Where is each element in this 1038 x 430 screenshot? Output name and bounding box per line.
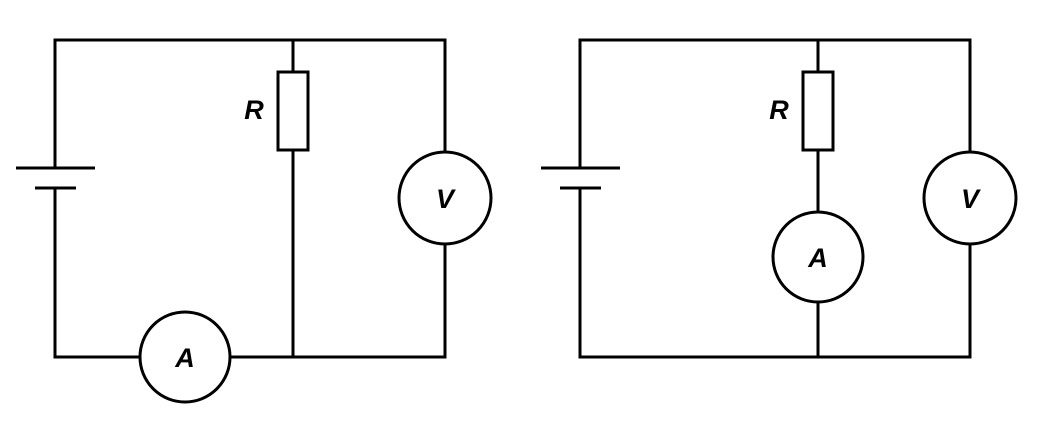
resistor-body: [276, 70, 310, 152]
ammeter-left: A: [138, 310, 232, 404]
circuit-right: R A V: [541, 38, 1018, 359]
voltmeter-circle: [397, 150, 493, 246]
circuit-left: R V A: [16, 38, 493, 404]
resistor-label: R: [769, 95, 789, 125]
voltmeter-circle: [922, 150, 1018, 246]
voltmeter-label: V: [436, 184, 456, 214]
ammeter-circle: [138, 310, 232, 404]
wire-left-battery-bottom: [53, 186, 142, 359]
voltmeter-label: V: [961, 184, 981, 214]
voltmeter-left: V: [397, 150, 493, 246]
resistor-left: R: [244, 70, 310, 152]
wire-right-bottom: [578, 186, 972, 359]
ammeter-circle: [771, 210, 865, 304]
ammeter-right: A: [771, 210, 865, 304]
ammeter-label: A: [807, 243, 828, 273]
battery-left: [16, 166, 95, 190]
battery-right: [541, 166, 620, 190]
wire-right-outer: [578, 38, 972, 170]
wire-left-outer: [53, 38, 447, 170]
resistor-right: R: [769, 70, 835, 152]
wire-left-bottom-right: [228, 242, 447, 359]
ammeter-label: A: [174, 343, 195, 373]
resistor-body: [801, 70, 835, 152]
resistor-label: R: [244, 95, 264, 125]
voltmeter-right: V: [922, 150, 1018, 246]
